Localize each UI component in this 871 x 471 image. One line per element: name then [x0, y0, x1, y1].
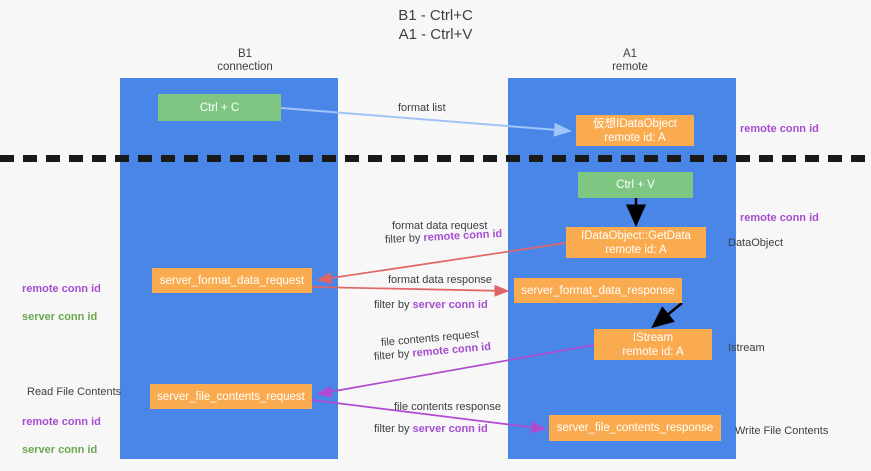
filter-prefix: filter by	[373, 347, 413, 363]
edge-label-format-data-response: format data response	[388, 274, 492, 286]
page-title: B1 - Ctrl+C A1 - Ctrl+V	[398, 7, 473, 43]
filter-key-server-conn-id: server conn id	[412, 299, 488, 311]
annotation-server-conn-id: server conn id	[22, 311, 98, 323]
node-ctrl-v[interactable]: Ctrl + V	[578, 172, 693, 198]
edge-label-format-list: format list	[398, 102, 446, 114]
node-idataobject-getdata[interactable]: IDataObject::GetData remote id: A	[566, 227, 706, 258]
node-server-format-data-response[interactable]: server_format_data_response	[514, 278, 682, 303]
edge-label-format-data-request: format data request	[392, 220, 488, 232]
arrow-format-data-request	[316, 242, 567, 284]
node-server-format-data-request[interactable]: server_format_data_request	[152, 268, 312, 293]
edge-label-file-contents-response: file contents response	[394, 401, 502, 413]
annotation-write-file-contents: Write File Contents	[735, 425, 829, 437]
node-server-file-contents-response[interactable]: server_file_contents_response	[549, 415, 721, 441]
node-ctrl-c[interactable]: Ctrl + C	[158, 94, 281, 121]
arrow-response-to-istream	[651, 302, 683, 329]
arrow-file-contents-request	[316, 344, 595, 398]
filter-prefix: filter by	[374, 299, 413, 311]
filter-prefix: filter by	[374, 423, 413, 435]
arrow-file-contents-response	[311, 399, 547, 434]
filter-prefix: filter by	[384, 231, 424, 246]
edge-label-format-data-response-filter: filter by server conn id	[374, 298, 488, 312]
annotation-server-conn-id: server conn id	[22, 444, 98, 456]
node-virtual-idataobject[interactable]: 仮想IDataObject remote id: A	[576, 115, 694, 146]
node-server-file-contents-request[interactable]: server_file_contents_request	[150, 384, 312, 409]
annotation-dataobject: DataObject	[728, 237, 784, 249]
arrow-format-data-response	[311, 284, 510, 297]
filter-key-server-conn-id: server conn id	[412, 423, 488, 435]
annotation-remote-conn-id: remote conn id	[22, 283, 101, 295]
annotation-conn-ids-lower: remote conn id server conn id	[22, 401, 101, 471]
annotation-conn-ids-upper: remote conn id server conn id	[22, 268, 101, 338]
node-istream[interactable]: IStream remote id: A	[594, 329, 712, 360]
section-divider	[0, 155, 871, 162]
annotation-remote-conn-id-mid: remote conn id	[740, 212, 819, 224]
arrow-format-list	[280, 107, 572, 137]
annotation-remote-conn-id-top: remote conn id	[740, 123, 819, 135]
annotation-read-file-contents: Read File Contents	[27, 386, 122, 398]
column-header-b1: B1 connection	[217, 48, 273, 73]
annotation-istream: Istream	[728, 342, 765, 354]
edge-label-file-contents-response-filter: filter by server conn id	[374, 422, 488, 436]
column-header-a1: A1 remote	[612, 48, 648, 73]
annotation-remote-conn-id: remote conn id	[22, 416, 101, 428]
